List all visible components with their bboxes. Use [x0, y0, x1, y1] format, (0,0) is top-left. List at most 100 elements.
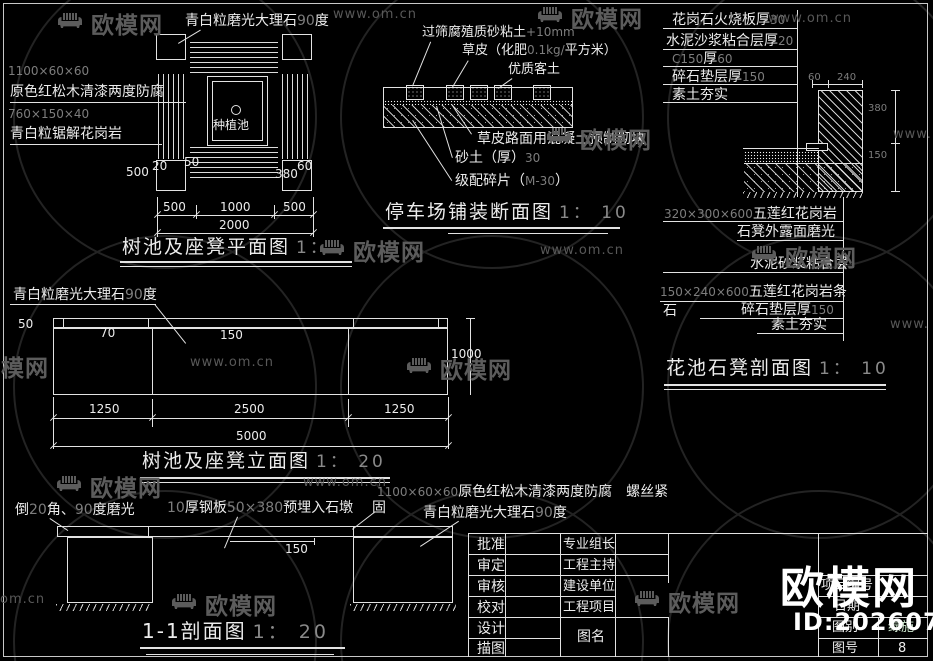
- watermark-brand: 欧模网: [0, 356, 49, 382]
- s11-left-pier: [67, 537, 153, 603]
- dim-label: 5000: [236, 429, 267, 443]
- dim-label: 1250: [89, 402, 120, 416]
- dim-line: [230, 541, 315, 542]
- s11-right-pier: [353, 537, 453, 603]
- dim-ext-line: [152, 399, 153, 427]
- label-text: 碎石垫层厚: [672, 69, 742, 85]
- tb-trace: 描图: [477, 641, 505, 657]
- label-text: 度磨光: [92, 502, 135, 518]
- plan-corner-post: [156, 34, 186, 60]
- tb-project-name: 工程项目: [563, 600, 616, 615]
- label-num: 30: [525, 151, 541, 165]
- slab-seam: [353, 526, 354, 537]
- leader-line: [663, 66, 797, 67]
- bench-note-3: 水泥砂浆粘合层: [750, 256, 848, 272]
- label-num: 320×300×600: [664, 207, 753, 221]
- sofa-icon: [405, 358, 435, 378]
- leader-line: [757, 333, 843, 334]
- watermark-brand-large: 欧模网: [780, 563, 918, 614]
- plan-spec2-size: 760×150×40: [8, 107, 90, 121]
- paving-grass-block: [533, 85, 551, 100]
- label-num: 0.1kg/: [527, 43, 565, 57]
- dim-ext-line: [348, 399, 349, 427]
- tb-sheet-class: 图别: [832, 620, 859, 635]
- title-underline: [146, 654, 334, 655]
- title-underline: [120, 266, 352, 267]
- bench-layer-3: C150厚60: [672, 51, 733, 67]
- label-num: 60: [717, 52, 733, 66]
- label-text: 过筛腐殖质砂粘土: [422, 25, 527, 40]
- elev-bench-top-slab: [53, 318, 448, 328]
- titleblock-line: [560, 533, 561, 657]
- bench-seat-edge: [806, 143, 828, 151]
- watermark-id: ID:2026071: [793, 608, 933, 636]
- site-watermark: 欧模网: [405, 351, 512, 385]
- dim-label: 240: [837, 72, 857, 83]
- url-watermark: www.: [893, 127, 932, 142]
- dim-ext-line: [448, 397, 449, 449]
- watermark-brand: 欧模网: [440, 358, 512, 384]
- titleblock-line: [818, 533, 819, 657]
- dim-label: 2000: [219, 218, 250, 232]
- paving-sand-layer: [384, 100, 572, 105]
- title-scale: 1：: [296, 238, 330, 258]
- paving-label-6: 级配碎片（M-30）: [455, 173, 569, 189]
- url-watermark: www.om.cn: [190, 355, 274, 370]
- plan-marble-label: 青白粒磨光大理石90度: [185, 13, 329, 29]
- slab-seam: [353, 318, 354, 328]
- plan-spec2-label: 青白粒锯解花岗岩: [10, 126, 122, 142]
- title-underline: [448, 233, 608, 234]
- label-text: 青白粒磨光大理石: [423, 505, 535, 521]
- dim-tick: [891, 143, 900, 144]
- tb-proof: 校对: [477, 600, 505, 616]
- paving-label-3: 优质客土: [508, 62, 561, 77]
- leader-line: [10, 304, 156, 305]
- tb-approve: 批准: [477, 537, 505, 553]
- elev-bench-body: [53, 328, 448, 395]
- sofa-icon: [750, 246, 780, 266]
- label-text: ）: [554, 173, 569, 189]
- dim-label: 1000: [451, 347, 482, 361]
- watermark-brand: 欧模网: [785, 246, 857, 272]
- dim-line: [812, 84, 863, 85]
- label-num: 10: [167, 500, 185, 516]
- ground-hatch: [743, 192, 864, 198]
- tb-drawing-name: 图名: [577, 629, 605, 645]
- tb-verify: 审定: [477, 558, 505, 574]
- dim-tick: [862, 80, 863, 88]
- leader-line: [660, 301, 843, 302]
- bench-note-4b: 石: [663, 303, 677, 319]
- dim-line: [53, 418, 449, 419]
- label-num: 1100×60×60: [377, 485, 459, 499]
- sofa-icon: [56, 13, 86, 33]
- label-num: 90: [125, 287, 143, 303]
- tb-project-host: 工程主持: [563, 558, 616, 573]
- titleblock-line: [468, 638, 560, 639]
- paving-grass-block: [406, 85, 424, 100]
- title-scale: 1： 20: [316, 452, 386, 472]
- plan-pool-label: 种植池: [213, 118, 250, 132]
- url-watermark: www.: [890, 317, 929, 332]
- titleblock-line: [468, 575, 668, 576]
- tb-project-no: 项目编号: [821, 578, 874, 593]
- dim-label: 50: [184, 155, 200, 169]
- bench-layer-5: 素土夯实: [672, 87, 728, 103]
- ground-hatch: [350, 604, 456, 611]
- dim-label: 1000: [220, 200, 251, 214]
- plan-bench-slats-right: [282, 74, 310, 159]
- leader-line: [663, 84, 797, 85]
- label-num: 90: [74, 502, 93, 518]
- titleblock-line: [818, 575, 928, 576]
- tb-group-leader: 专业组长: [563, 537, 616, 552]
- dim-line: [470, 318, 471, 395]
- paving-label-5: 砂土（厚）30: [455, 150, 540, 166]
- s11-label-4: 青白粒磨光大理石90度: [423, 505, 567, 521]
- s11-label-3b: 固: [372, 500, 386, 516]
- title-underline: [120, 261, 352, 263]
- label-text: 平方米）: [564, 43, 617, 58]
- bench-note-5: 碎石垫层厚150: [741, 302, 834, 318]
- bench-note-1: 320×300×600五莲红花岗岩: [664, 206, 837, 222]
